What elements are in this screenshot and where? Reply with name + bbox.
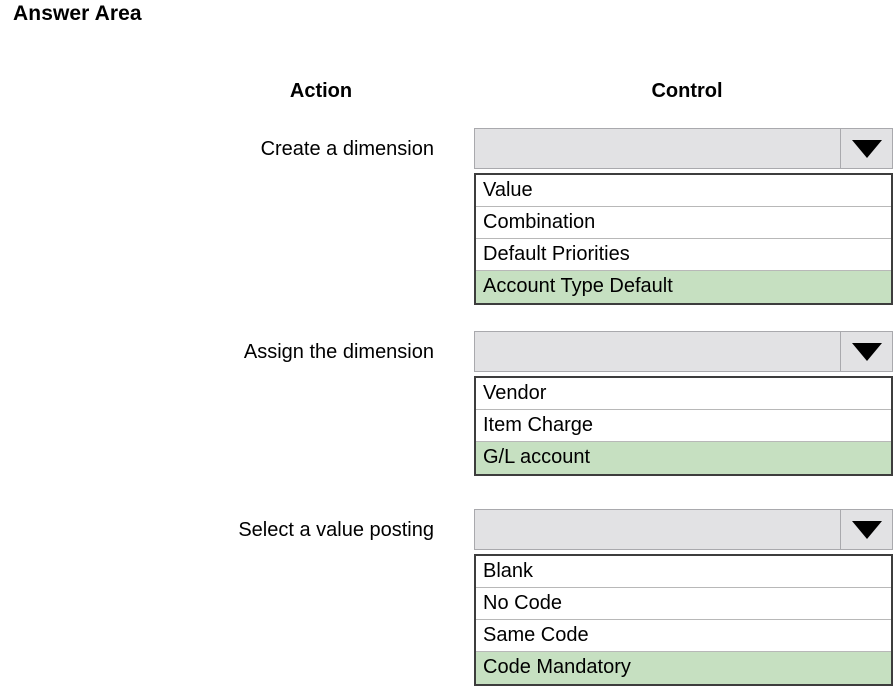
row-label-create-a-dimension: Create a dimension bbox=[260, 138, 434, 160]
dropdown-create-a-dimension[interactable] bbox=[474, 128, 893, 169]
chevron-down-icon bbox=[851, 520, 882, 539]
list-item[interactable]: Same Code bbox=[476, 620, 891, 652]
dropdown-value-create-a-dimension[interactable] bbox=[474, 128, 840, 169]
chevron-down-icon bbox=[851, 342, 882, 361]
row-label-assign-the-dimension: Assign the dimension bbox=[243, 341, 434, 363]
dropdown-list-select-a-value-posting[interactable]: Blank No Code Same Code Code Mandatory bbox=[474, 554, 893, 686]
dropdown-value-select-a-value-posting[interactable] bbox=[474, 509, 840, 550]
column-header-control: Control bbox=[651, 80, 723, 102]
column-header-action: Action bbox=[289, 80, 353, 102]
list-item-selected[interactable]: Code Mandatory bbox=[476, 652, 891, 684]
dropdown-toggle-select-a-value-posting[interactable] bbox=[840, 509, 893, 550]
dropdown-list-assign-the-dimension[interactable]: Vendor Item Charge G/L account bbox=[474, 376, 893, 476]
dropdown-assign-the-dimension[interactable] bbox=[474, 331, 893, 372]
list-item[interactable]: Blank bbox=[476, 556, 891, 588]
dropdown-toggle-assign-the-dimension[interactable] bbox=[840, 331, 893, 372]
dropdown-value-assign-the-dimension[interactable] bbox=[474, 331, 840, 372]
list-item[interactable]: Combination bbox=[476, 207, 891, 239]
list-item[interactable]: Value bbox=[476, 175, 891, 207]
dropdown-select-a-value-posting[interactable] bbox=[474, 509, 893, 550]
page-title: Answer Area bbox=[13, 2, 142, 25]
row-label-select-a-value-posting: Select a value posting bbox=[238, 519, 434, 541]
dropdown-toggle-create-a-dimension[interactable] bbox=[840, 128, 893, 169]
list-item-selected[interactable]: Account Type Default bbox=[476, 271, 891, 303]
list-item[interactable]: Vendor bbox=[476, 378, 891, 410]
list-item[interactable]: Item Charge bbox=[476, 410, 891, 442]
list-item[interactable]: Default Priorities bbox=[476, 239, 891, 271]
chevron-down-icon bbox=[851, 139, 882, 158]
list-item[interactable]: No Code bbox=[476, 588, 891, 620]
list-item-selected[interactable]: G/L account bbox=[476, 442, 891, 474]
dropdown-list-create-a-dimension[interactable]: Value Combination Default Priorities Acc… bbox=[474, 173, 893, 305]
